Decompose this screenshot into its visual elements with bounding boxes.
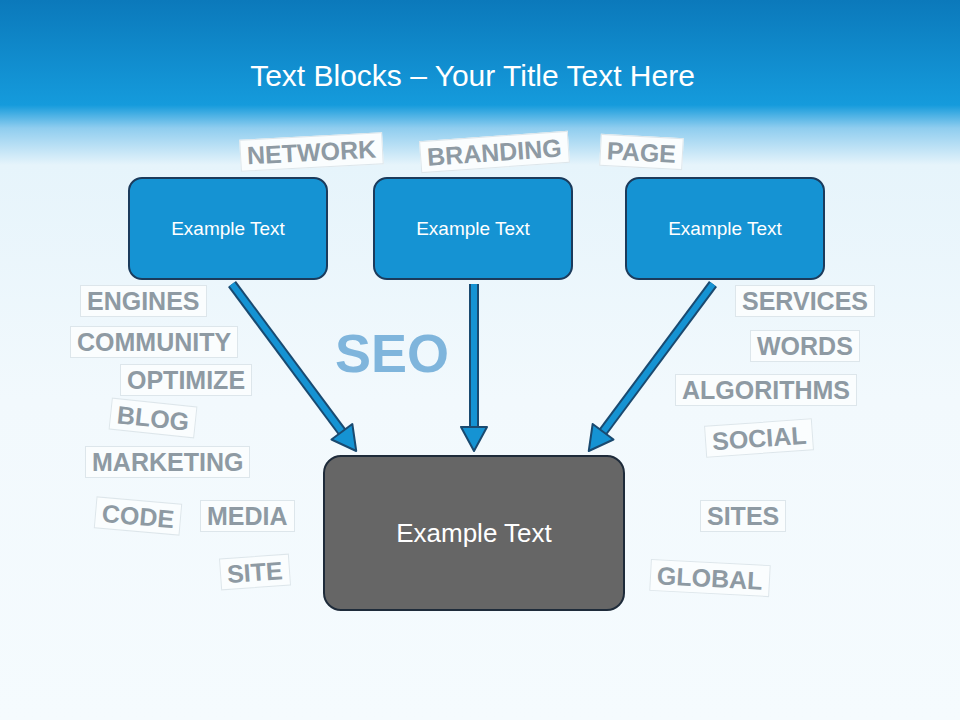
watermark-word: OPTIMIZE: [120, 364, 252, 396]
flow-arrow: [461, 284, 487, 451]
watermark-word: ENGINES: [80, 285, 207, 317]
slide-title: Text Blocks – Your Title Text Here: [0, 56, 945, 95]
block-text: Example Text: [668, 217, 782, 241]
text-block: Example Text: [373, 177, 573, 280]
flow-arrow: [589, 284, 713, 451]
watermark-word: MARKETING: [85, 446, 250, 478]
block-text: Example Text: [416, 217, 530, 241]
watermark-word: BLOG: [109, 398, 198, 439]
watermark-word: ALGORITHMS: [675, 374, 857, 406]
watermark-word: MEDIA: [200, 500, 295, 532]
text-block: Example Text: [128, 177, 328, 280]
watermark-word: SERVICES: [735, 285, 875, 317]
arrow-head: [589, 424, 614, 451]
watermark-word: GLOBAL: [649, 559, 770, 597]
result-block: Example Text: [323, 455, 625, 611]
arrow-head: [461, 427, 487, 451]
arrow-shaft: [471, 284, 477, 429]
watermark-word: CODE: [94, 496, 183, 535]
watermark-word: WORDS: [750, 330, 860, 362]
text-block: Example Text: [625, 177, 825, 280]
watermark-word: PAGE: [599, 134, 684, 170]
block-text: Example Text: [171, 217, 285, 241]
watermark-word: SITES: [700, 500, 786, 532]
arrow-shaft: [232, 284, 343, 433]
arrow-outline: [469, 284, 479, 429]
arrow-head: [331, 424, 356, 451]
arrow-shaft: [602, 284, 713, 433]
watermark-word: SOCIAL: [704, 418, 814, 457]
watermark-word: COMMUNITY: [70, 326, 238, 358]
watermark-heading: SEO: [335, 322, 449, 384]
watermark-word: BRANDING: [419, 131, 570, 173]
arrow-outline: [232, 284, 343, 433]
watermark-word: NETWORK: [239, 132, 384, 171]
block-text: Example Text: [396, 517, 552, 550]
watermark-word: SITE: [219, 554, 291, 591]
arrow-outline: [602, 284, 713, 433]
